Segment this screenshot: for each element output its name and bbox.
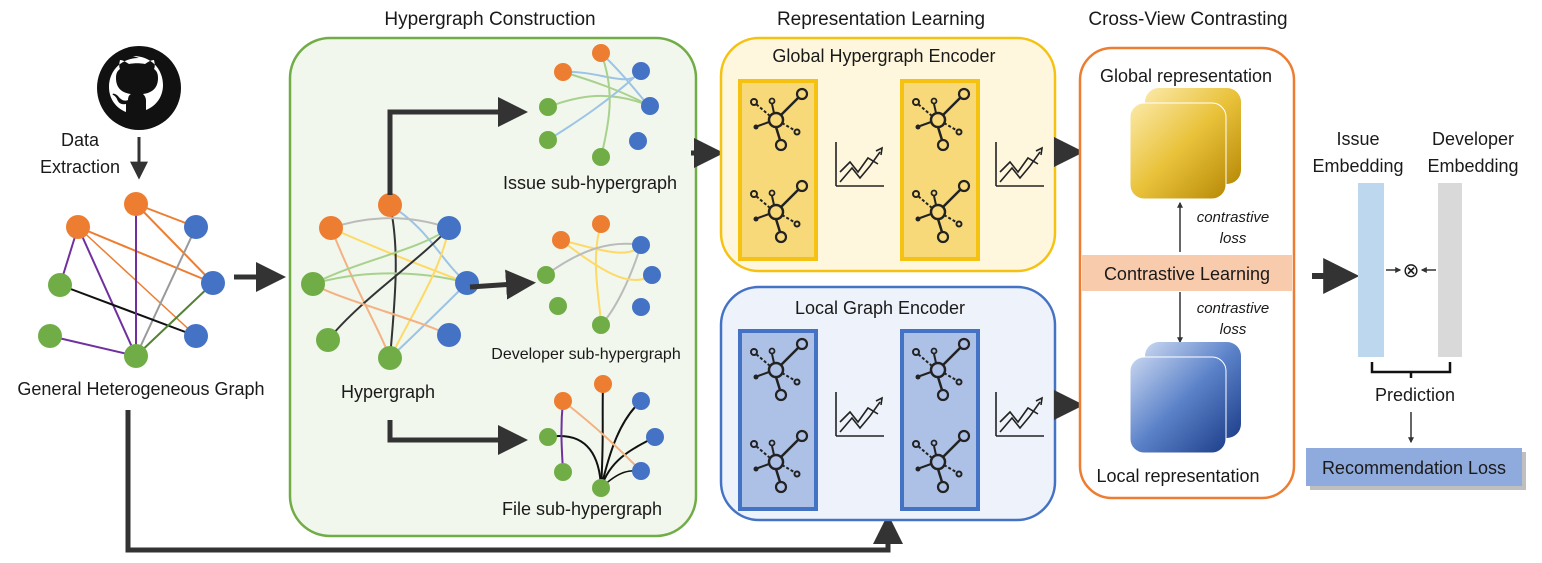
stage-title-representation-learning: Representation Learning (777, 9, 985, 30)
developer-sub-hypergraph-label: Developer sub-hypergraph (491, 346, 680, 363)
issue-sub-hypergraph-label: Issue sub-hypergraph (503, 173, 677, 193)
global-representation-label: Global representation (1100, 66, 1272, 86)
global-encoder-title: Global Hypergraph Encoder (772, 46, 995, 66)
developer-embedding-label-line2: Embedding (1427, 156, 1518, 176)
recommendation-loss-box (1306, 448, 1522, 486)
file-sub-hypergraph-label: File sub-hypergraph (502, 499, 662, 519)
skip-connection-arrow (125, 410, 903, 553)
heterogeneous-graph (38, 192, 225, 368)
arrow-to-file-sub (387, 420, 528, 455)
developer-embedding-label-line1: Developer (1432, 129, 1514, 149)
prediction-bracket (1370, 362, 1452, 378)
contrastive-loss-upper-line2: loss (1220, 230, 1247, 247)
issue-embedding-label-line2: Embedding (1312, 156, 1403, 176)
heterogeneous-graph-label: General Heterogeneous Graph (17, 379, 264, 399)
data-extraction-label-line1: Data (61, 130, 100, 150)
contrastive-learning-label: Contrastive Learning (1104, 264, 1270, 284)
github-logo-icon (97, 46, 181, 130)
developer-embedding-bar (1438, 183, 1462, 357)
hypergraph-label: Hypergraph (341, 382, 435, 402)
contrastive-loss-lower-line2: loss (1220, 321, 1247, 338)
issue-embedding-bar (1358, 183, 1384, 357)
file-sub-hypergraph (539, 375, 664, 497)
developer-sub-hypergraph (537, 215, 661, 334)
contrastive-learning-box (1082, 255, 1292, 291)
local-encoder-title: Local Graph Encoder (795, 298, 965, 318)
issue-embedding-label-line1: Issue (1336, 129, 1379, 149)
stage-title-cross-view-contrasting: Cross-View Contrasting (1088, 9, 1287, 30)
arrow-to-issue-sub (387, 97, 528, 195)
contrastive-loss-upper-line1: contrastive (1197, 209, 1270, 226)
global-representation-block (1129, 102, 1227, 200)
data-extraction-label-line2: Extraction (40, 157, 120, 177)
global-encoder-layer-2 (900, 79, 980, 261)
hypergraph (301, 193, 479, 370)
local-representation-label: Local representation (1096, 466, 1259, 486)
recommendation-loss-label: Recommendation Loss (1322, 458, 1506, 478)
local-representation-block (1129, 356, 1227, 454)
arrow-to-developer-sub (469, 269, 536, 300)
stage-title-hypergraph-construction: Hypergraph Construction (384, 9, 595, 30)
elementwise-product-operator: ⊗ (1403, 260, 1420, 282)
prediction-label: Prediction (1375, 385, 1455, 405)
issue-sub-hypergraph (539, 44, 659, 166)
contrastive-loss-lower-line1: contrastive (1197, 300, 1270, 317)
